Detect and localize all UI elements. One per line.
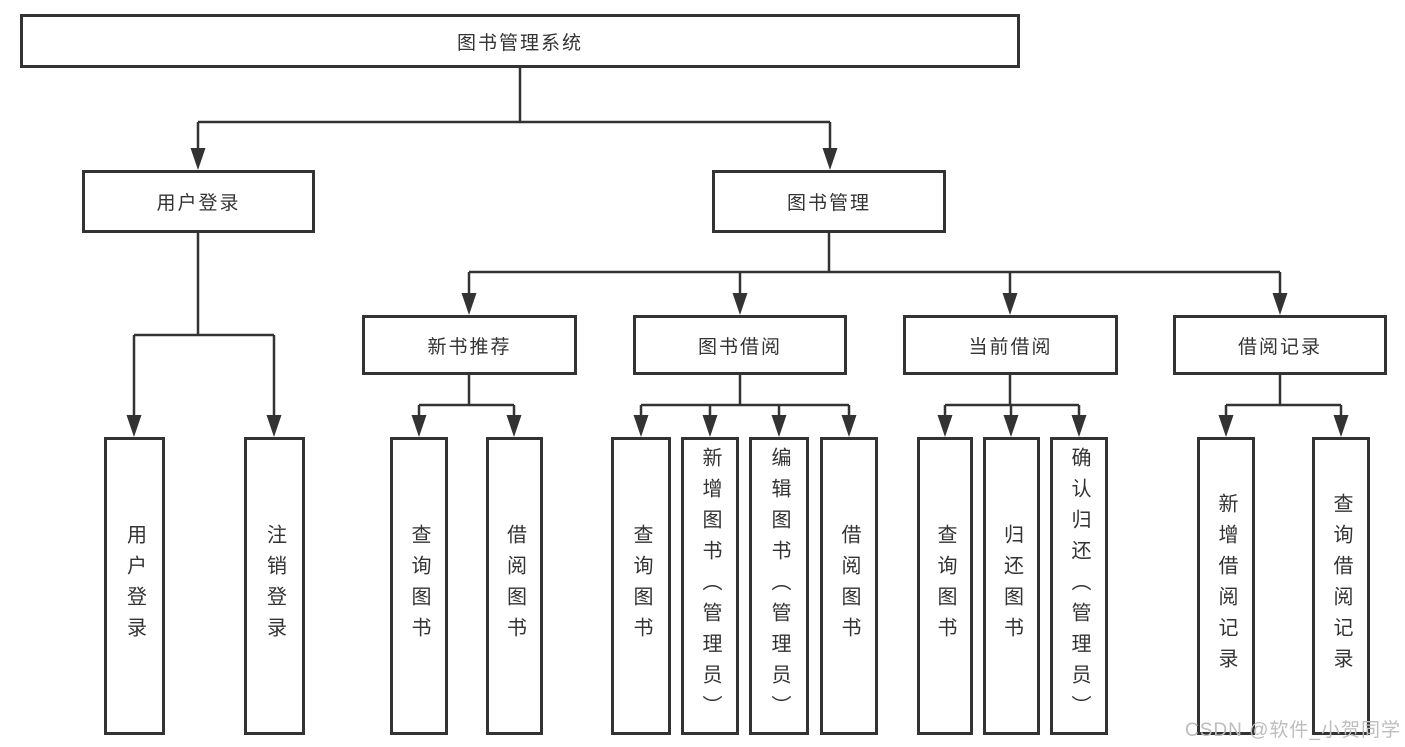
leaf-query-books-borrow: 查询图书 [611,437,671,735]
leaf-logout: 注销登录 [244,437,305,735]
node-label: 查询图书 [630,524,652,648]
leaf-add-borrow-record: 新增借阅记录 [1197,437,1255,735]
node-new-book-recommendation: 新书推荐 [362,315,577,375]
node-book-borrowing: 图书借阅 [633,315,847,375]
node-label: 借阅记录 [1237,336,1322,358]
node-user-login: 用户登录 [82,170,315,233]
node-label: 确认归还（管理员） [1068,446,1090,726]
node-library-management-system: 图书管理系统 [20,14,1020,68]
leaf-edit-books-admin: 编辑图书（管理员） [749,437,809,735]
node-label: 借阅图书 [838,524,860,648]
node-label: 当前借阅 [968,336,1053,358]
node-current-borrowing: 当前借阅 [903,315,1118,375]
leaf-add-books-admin: 新增图书（管理员） [681,437,739,735]
node-label: 编辑图书（管理员） [768,446,790,726]
leaf-query-books-recommend: 查询图书 [390,437,448,735]
node-label: 图书借阅 [697,336,782,358]
node-label: 归还图书 [1000,524,1023,648]
node-label: 新书推荐 [427,336,512,358]
leaf-user-login: 用户登录 [104,437,165,735]
leaf-borrow-books: 借阅图书 [820,437,878,735]
node-label: 用户登录 [156,193,241,214]
node-label: 查询图书 [934,524,956,648]
node-label: 借阅图书 [503,524,526,648]
leaf-query-books-current: 查询图书 [917,437,973,735]
node-label: 新增图书（管理员） [699,446,721,726]
node-borrowing-records: 借阅记录 [1173,315,1387,375]
node-label: 图书管理系统 [456,32,583,54]
node-label: 查询图书 [408,524,430,648]
csdn-watermark: CSDN @软件_小贺同学 [1185,720,1401,741]
node-book-management: 图书管理 [712,170,946,233]
leaf-query-borrow-record: 查询借阅记录 [1312,437,1370,735]
leaf-confirm-return-admin: 确认归还（管理员） [1050,437,1108,735]
node-label: 用户登录 [123,524,146,648]
leaf-borrow-books-recommend: 借阅图书 [486,437,543,735]
node-label: 查询借阅记录 [1330,493,1352,679]
node-label: 图书管理 [786,193,871,214]
node-label: 注销登录 [263,524,286,648]
leaf-return-books: 归还图书 [983,437,1040,735]
node-label: 新增借阅记录 [1215,493,1237,679]
